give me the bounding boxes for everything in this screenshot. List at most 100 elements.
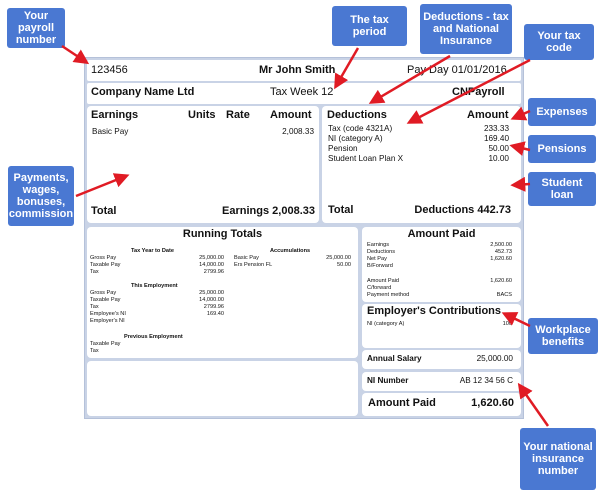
amount-paid-row-label: Amount Paid xyxy=(367,278,400,284)
this-employment-row-value: 2799.96 xyxy=(203,304,224,310)
this-employment-row-value: 25,000.00 xyxy=(199,290,224,296)
ytd-row-label: Taxable Pay xyxy=(90,262,121,268)
accumulation-row-label: Ers Pension FL xyxy=(234,262,273,268)
deduction-amount: 233.33 xyxy=(483,124,509,133)
amount-paid-row-label: Deductions xyxy=(367,249,395,255)
deduction-label: Tax (code 4321A) xyxy=(328,124,393,133)
annual-salary-value: 25,000.00 xyxy=(476,354,513,363)
amount-paid-row-value: 2,500.00 xyxy=(490,242,512,248)
this-employment-row-label: Taxable Pay xyxy=(90,297,121,303)
tax-week: Tax Week 12 xyxy=(270,86,334,98)
employer-contribution-label: NI (category A) xyxy=(367,321,405,327)
amount-paid-row-label: C/forward xyxy=(367,285,392,291)
callout-payroll-number: Your payroll number xyxy=(7,8,65,48)
amount-paid-final-label: Amount Paid xyxy=(368,397,436,409)
callout-payments: Payments, wages, bonuses, commission xyxy=(8,166,74,226)
amount-paid-final-value: 1,620.60 xyxy=(471,397,514,409)
amount-paid-row-value: 1,620.60 xyxy=(490,256,512,262)
callout-expenses: Expenses xyxy=(528,98,596,126)
ytd-title: Tax Year to Date xyxy=(131,248,175,254)
running-totals-panel xyxy=(87,227,358,358)
arrow-tax-code xyxy=(406,58,531,124)
arrow-payroll-number xyxy=(61,44,90,65)
this-employment-row-label: Tax xyxy=(90,304,99,310)
earnings-header: Earnings xyxy=(91,109,139,121)
deduction-label: NI (category A) xyxy=(328,134,383,143)
deduction-label: Pension xyxy=(328,144,358,153)
deductions-amount-header: Amount xyxy=(467,109,509,121)
employer-contributions-title: Employer's Contributions xyxy=(367,305,502,317)
this-employment-row-value: 14,000.00 xyxy=(199,297,224,303)
deduction-amount: 169.40 xyxy=(483,134,509,143)
amount-paid-row-label: Payment method xyxy=(367,292,410,298)
header-panel xyxy=(87,60,521,81)
previous-employment-row-label: Tax xyxy=(90,348,99,354)
this-employment-row-label: Employee's NI xyxy=(90,311,126,317)
rate-header: Rate xyxy=(226,109,250,121)
this-employment-row-label: Employer's NI xyxy=(90,318,125,324)
ni-number-label: NI Number xyxy=(367,376,409,385)
amount-paid-panel xyxy=(362,227,521,302)
accumulations-title: Accumulations xyxy=(270,248,311,254)
callout-student-loan: Student loan xyxy=(528,172,596,206)
amount-paid-row-label: Net Pay xyxy=(367,256,387,262)
previous-employment-title: Previous Employment xyxy=(124,334,183,340)
pay-day: Pay Day 01/01/2016 xyxy=(407,64,507,76)
amount-paid-title: Amount Paid xyxy=(407,228,476,240)
this-employment-title: This Employment xyxy=(131,283,178,289)
earnings-row-amount: 2,008.33 xyxy=(282,127,314,136)
accumulation-row-value: 50.00 xyxy=(337,262,351,268)
deduction-amount: 10.00 xyxy=(488,154,510,163)
deductions-total-label: Total xyxy=(328,204,354,216)
employee-name: Mr John Smith xyxy=(259,64,336,76)
arrow-payments xyxy=(75,173,130,198)
deductions-panel xyxy=(322,106,521,223)
units-header: Units xyxy=(188,109,216,121)
ytd-row-value: 25,000.00 xyxy=(199,255,224,261)
amount-paid-row-label: B/Forward xyxy=(367,263,393,269)
amount-paid-row-label: Earnings xyxy=(367,242,390,248)
arrow-expenses xyxy=(510,106,531,121)
arrow-workplace-benefits xyxy=(501,312,531,328)
ytd-row-label: Tax xyxy=(90,269,99,275)
ytd-row-value: 2799.96 xyxy=(203,269,224,275)
ytd-row-value: 14,000.00 xyxy=(199,262,224,268)
earnings-row-label: Basic Pay xyxy=(92,127,129,136)
amount-paid-row-value: 452.73 xyxy=(494,249,512,255)
running-totals-title: Running Totals xyxy=(182,228,263,240)
earnings-panel xyxy=(87,106,319,223)
accumulation-row-label: Basic Pay xyxy=(234,255,259,261)
callout-tax-code: Your tax code xyxy=(524,24,594,60)
deductions-header: Deductions xyxy=(327,109,387,121)
deduction-amount: 50.00 xyxy=(488,144,510,153)
callout-ni-number: Your national insurance number xyxy=(520,428,596,490)
accumulation-row-value: 25,000.00 xyxy=(326,255,351,261)
previous-employment-row-label: Taxable Pay xyxy=(90,341,121,347)
callout-deductions: Deductions - tax and National Insurance xyxy=(420,4,512,54)
earnings-total-value: Earnings 2,008.33 xyxy=(222,205,315,217)
amount-header: Amount xyxy=(270,109,312,121)
brand-name: CNPayroll xyxy=(452,86,505,98)
this-employment-row-value: 169.40 xyxy=(206,311,224,317)
annual-salary-panel xyxy=(362,350,521,369)
this-employment-row-label: Gross Pay xyxy=(90,290,117,296)
ytd-row-label: Gross Pay xyxy=(90,255,117,261)
callout-tax-period: The tax period xyxy=(332,6,407,46)
arrow-tax-period xyxy=(334,47,360,90)
amount-paid-final-panel xyxy=(362,393,521,416)
ni-number-value: AB 12 34 56 C xyxy=(459,376,513,385)
amount-paid-row-value: 1,620.60 xyxy=(490,278,512,284)
company-panel xyxy=(87,83,521,104)
payroll-number: 123456 xyxy=(91,64,128,76)
callout-workplace-benefits: Workplace benefits xyxy=(528,318,598,354)
blank-panel xyxy=(87,361,358,416)
callout-pensions: Pensions xyxy=(528,135,596,163)
arrow-deductions xyxy=(368,54,451,104)
arrow-ni-number xyxy=(517,382,550,427)
earnings-total-label: Total xyxy=(91,205,117,217)
annual-salary-label: Annual Salary xyxy=(367,354,422,363)
arrow-student-loan xyxy=(510,176,531,192)
deductions-total-value: Deductions 442.73 xyxy=(414,204,511,216)
company-name: Company Name Ltd xyxy=(91,86,195,98)
